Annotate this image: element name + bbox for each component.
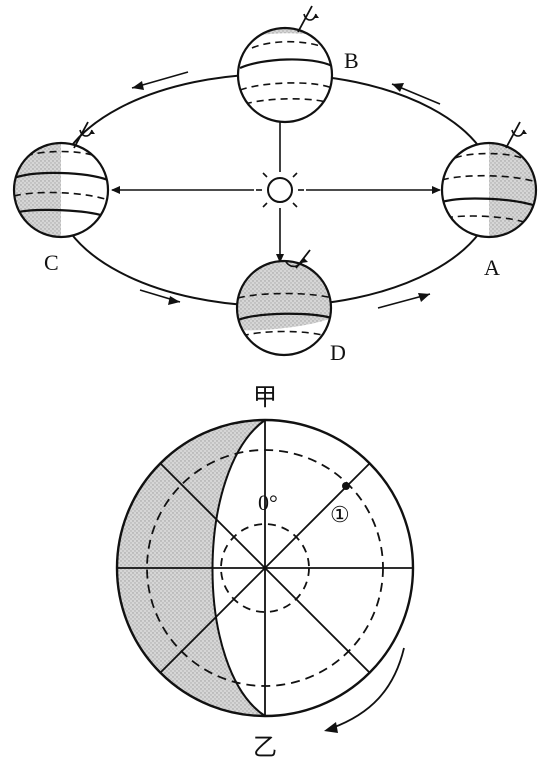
earth-globe-d: D [235, 249, 346, 365]
label-zero-degree: 0° [258, 490, 278, 515]
terminator-line [211, 419, 266, 717]
earth-globe-b: B [236, 5, 359, 124]
orbit-direction-arrow-top-left [131, 71, 189, 90]
label-a: A [484, 255, 500, 280]
earth-axis-icon [505, 121, 527, 149]
point-1-marker [342, 482, 350, 490]
orbit-diagram: B A [12, 5, 538, 365]
orbit-direction-arrow-bottom-left [139, 289, 181, 305]
rotation-direction-arrow [324, 647, 405, 733]
label-yi: 乙 [253, 733, 277, 761]
earth-axis-icon [297, 5, 319, 33]
label-c: C [44, 250, 59, 275]
label-d: D [330, 340, 346, 365]
sun-icon [256, 166, 304, 214]
label-b: B [344, 48, 359, 73]
earth-axis-icon [73, 121, 95, 149]
earth-globe-a: A [440, 121, 538, 280]
earth-globe-c: C [12, 121, 110, 275]
orbit-direction-arrow-top-right [391, 83, 441, 105]
meridian-lines [117, 420, 413, 716]
earth-axis-icon [285, 249, 311, 269]
label-jia: 甲 [253, 383, 277, 411]
label-point-1: ① [330, 502, 350, 527]
orbit-direction-arrow-bottom-right [377, 293, 431, 309]
polar-diagram: 甲 ① 0° 乙 [115, 383, 415, 761]
